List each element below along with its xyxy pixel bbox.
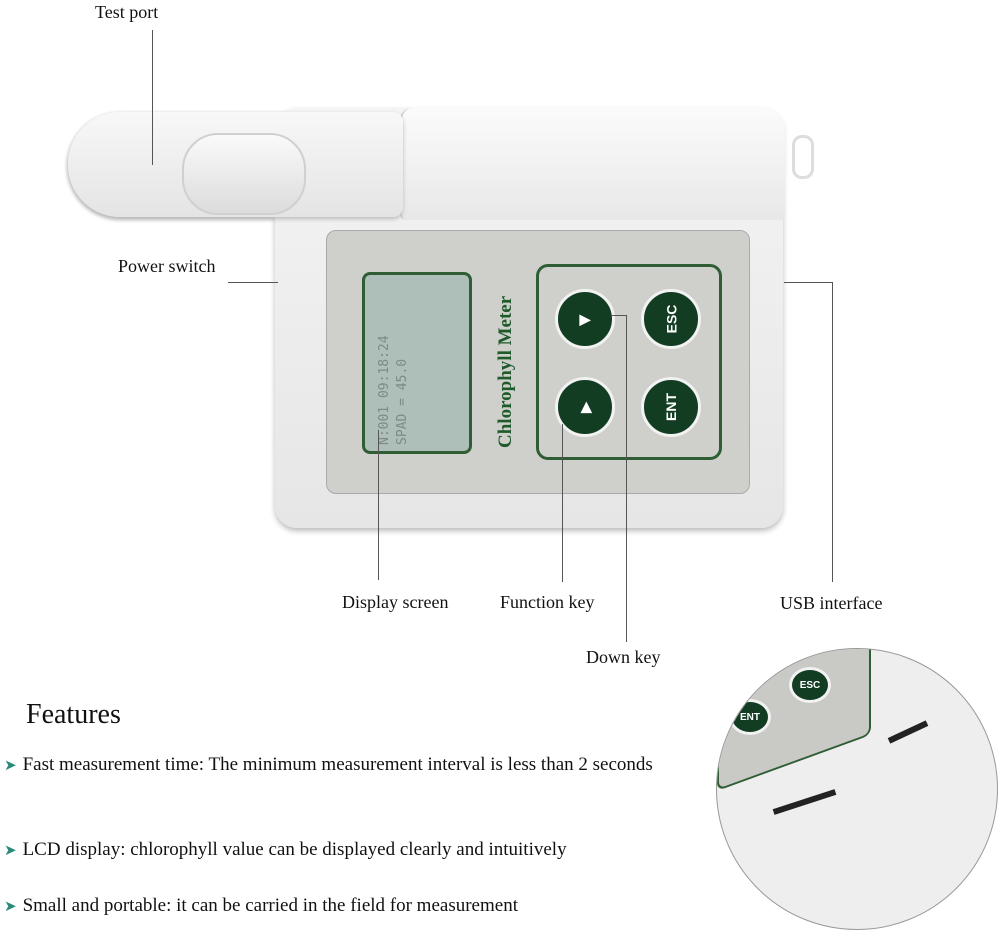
keypad: ▶ ESC ▶ ENT (536, 264, 722, 460)
ent-key-label: ENT (663, 393, 679, 421)
lcd-line-1: N:001 09:18:24 (377, 335, 392, 445)
feature-item: ➤ Fast measurement time: The minimum meas… (4, 752, 684, 779)
leader-line (612, 315, 626, 316)
arrow-icon: ➤ (4, 758, 17, 774)
leader-line (784, 282, 832, 283)
closeup-ent-key: ENT (729, 699, 771, 735)
lcd-line-2: SPAD = 45.0 (395, 358, 410, 445)
leader-line (228, 282, 278, 283)
play-icon: ▶ (579, 310, 591, 327)
arrow-icon: ➤ (4, 843, 17, 859)
leader-line (832, 282, 833, 582)
closeup-ent-label: ENT (740, 711, 760, 723)
down-key[interactable]: ▶ (555, 377, 615, 437)
device-top (400, 108, 785, 220)
triangle-up-icon: ▶ (576, 401, 593, 413)
usb-slot (887, 720, 929, 744)
leader-line (626, 315, 627, 642)
label-test-port: Test port (95, 2, 159, 22)
brand-label: Chlorophyll Meter (495, 295, 516, 448)
lcd-display: N:001 09:18:24 SPAD = 45.0 (362, 272, 472, 454)
label-power-switch: Power switch (118, 256, 216, 276)
feature-text: Fast measurement time: The minimum measu… (22, 754, 653, 775)
feature-text: Small and portable: it can be carried in… (22, 895, 518, 916)
features-title: Features (26, 699, 121, 730)
sd-slot (772, 789, 837, 815)
feature-item: ➤ Small and portable: it can be carried i… (4, 893, 518, 920)
label-usb-interface: USB interface (780, 593, 883, 613)
label-function-key: Function key (500, 592, 595, 612)
closeup-esc-label: ESC (799, 679, 821, 691)
label-down-key: Down key (586, 647, 661, 667)
function-key[interactable]: ▶ (555, 289, 615, 349)
test-port-window (182, 133, 306, 215)
feature-item: ➤ LCD display: chlorophyll value can be d… (4, 837, 567, 864)
label-display-screen: Display screen (342, 592, 449, 612)
esc-key-label: ESC (662, 304, 679, 334)
leader-line (378, 430, 379, 580)
usb-port-closeup: ENT ESC (716, 648, 998, 930)
arrow-icon: ➤ (4, 899, 17, 915)
closeup-esc-key: ESC (789, 667, 831, 703)
leader-line (152, 30, 153, 165)
feature-text: LCD display: chlorophyll value can be di… (22, 839, 567, 860)
leader-line (562, 424, 563, 582)
lanyard-ring (792, 135, 814, 179)
ent-key[interactable]: ENT (641, 377, 701, 437)
esc-key[interactable]: ESC (641, 289, 701, 349)
